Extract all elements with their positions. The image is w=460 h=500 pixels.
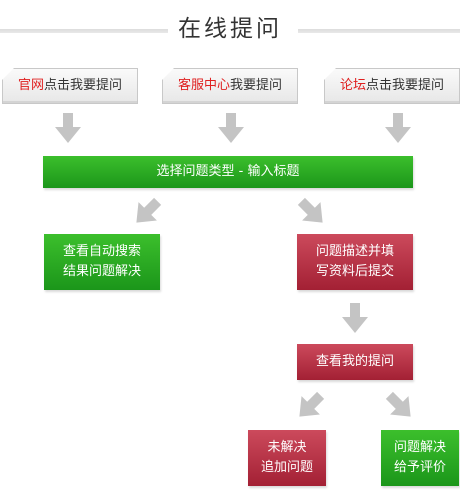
entry-tab-highlight: 官网 xyxy=(17,78,44,93)
step-label-line1: 问题解决 xyxy=(393,440,446,455)
down-right-arrow-icon xyxy=(297,197,323,223)
title-rule-right xyxy=(298,29,460,33)
step-label-line2: 结果问题解决 xyxy=(62,264,141,279)
down-arrow-icon xyxy=(342,303,368,333)
entry-tab-forum[interactable]: 论坛点击我要提问 xyxy=(324,68,460,104)
down-left-arrow-icon xyxy=(299,391,325,417)
step-describe-submit: 问题描述并填 写资料后提交 xyxy=(297,234,413,290)
down-arrow-icon xyxy=(218,113,244,143)
step-view-my-questions: 查看我的提问 xyxy=(297,344,413,380)
step-unresolved: 未解决 追加问题 xyxy=(248,430,326,486)
step-label-line2: 写资料后提交 xyxy=(315,264,394,279)
step-label: 选择问题类型 - 输入标题 xyxy=(156,164,300,179)
entry-tab-text: 点击我要提问 xyxy=(44,78,123,93)
down-left-arrow-icon xyxy=(136,197,162,223)
step-resolved: 问题解决 给予评价 xyxy=(381,430,459,486)
down-arrow-icon xyxy=(55,113,81,143)
page-title: 在线提问 xyxy=(178,16,282,42)
step-label-line1: 未解决 xyxy=(267,440,307,455)
entry-tab-text: 我要提问 xyxy=(230,78,283,93)
step-label-line1: 查看自动搜索 xyxy=(62,244,141,259)
entry-tab-highlight: 客服中心 xyxy=(177,78,230,93)
step-select-type: 选择问题类型 - 输入标题 xyxy=(43,156,413,188)
entry-tab-highlight: 论坛 xyxy=(339,78,366,93)
entry-tab-website[interactable]: 官网点击我要提问 xyxy=(2,68,138,104)
down-arrow-icon xyxy=(385,113,411,143)
step-label-line2: 给予评价 xyxy=(393,460,446,475)
step-auto-search: 查看自动搜索 结果问题解决 xyxy=(44,234,160,290)
entry-tab-service-center[interactable]: 客服中心我要提问 xyxy=(162,68,298,104)
step-label-line1: 问题描述并填 xyxy=(315,244,394,259)
entry-tab-text: 点击我要提问 xyxy=(366,78,445,93)
down-right-arrow-icon xyxy=(385,391,411,417)
step-label: 查看我的提问 xyxy=(315,354,394,369)
title-rule-left xyxy=(0,29,168,33)
step-label-line2: 追加问题 xyxy=(260,460,313,475)
